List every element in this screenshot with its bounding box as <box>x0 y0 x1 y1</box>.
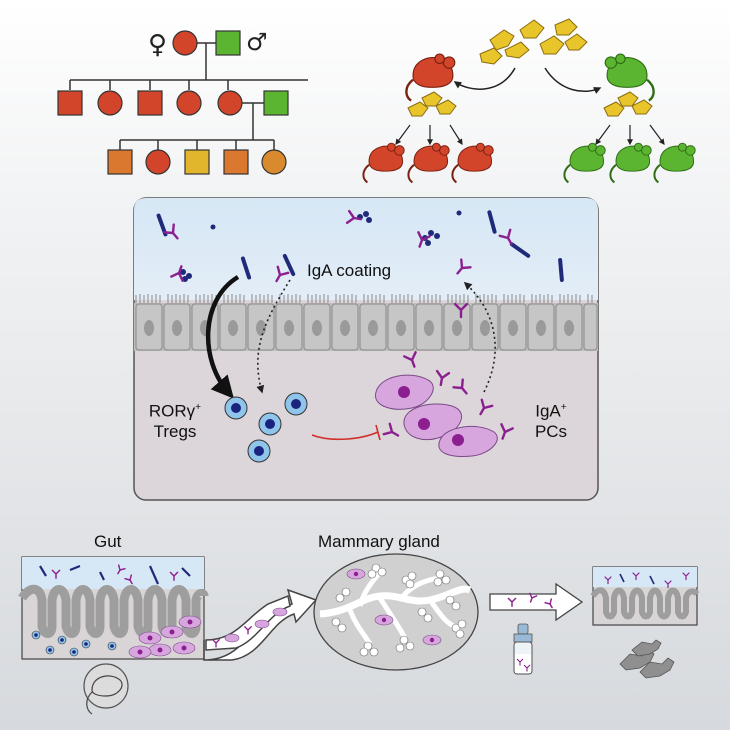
treg-label-line2: Tregs <box>153 421 197 441</box>
male-symbol: ♂ <box>246 28 268 56</box>
treg-cells <box>224 392 308 463</box>
pedigree-father <box>215 30 241 56</box>
pc-label-sup: + <box>560 402 567 413</box>
mammary-gland-label: Mammary gland <box>318 532 440 551</box>
microbiota-cluster-top <box>479 18 588 65</box>
pc-label-line2: PCs <box>534 421 568 441</box>
treg-label-line1: RORγ <box>148 401 196 421</box>
treg-label: RORγ+ Tregs <box>140 398 210 442</box>
pedigree-mother <box>172 30 198 56</box>
milk-bottle-icon <box>513 623 533 675</box>
gut-lumen-bacteria <box>39 564 191 585</box>
intestine-panel <box>133 197 599 501</box>
treg-label-sup: + <box>195 402 202 413</box>
epithelium-layer <box>134 294 598 351</box>
pc-label-line1: IgA <box>535 401 561 421</box>
iga-plasma-cells <box>375 374 498 457</box>
pc-label: IgA+ PCs <box>522 398 580 442</box>
iga-coating-label: IgA coating <box>307 261 392 280</box>
pup-mice-icon <box>619 639 675 679</box>
gut-panel <box>18 556 209 715</box>
pedigree-individuals <box>57 30 289 175</box>
pup-gut-panel <box>590 566 700 626</box>
female-symbol: ♀ <box>148 30 167 60</box>
gut-label: Gut <box>94 532 122 551</box>
pedigree-chart <box>69 42 308 150</box>
mammary-gland <box>313 553 479 671</box>
treg-feedback-arrow <box>256 279 291 394</box>
gut-mouse-icon <box>83 663 129 715</box>
migrating-pcs <box>212 607 288 648</box>
mammary-to-pup-arrow <box>489 582 584 622</box>
treg-inhibits-pc-arrow <box>311 424 381 441</box>
mouse-cross <box>362 18 697 184</box>
pc-to-lumen-arrow <box>463 281 496 393</box>
bacteria-to-treg-arrow <box>205 275 240 399</box>
